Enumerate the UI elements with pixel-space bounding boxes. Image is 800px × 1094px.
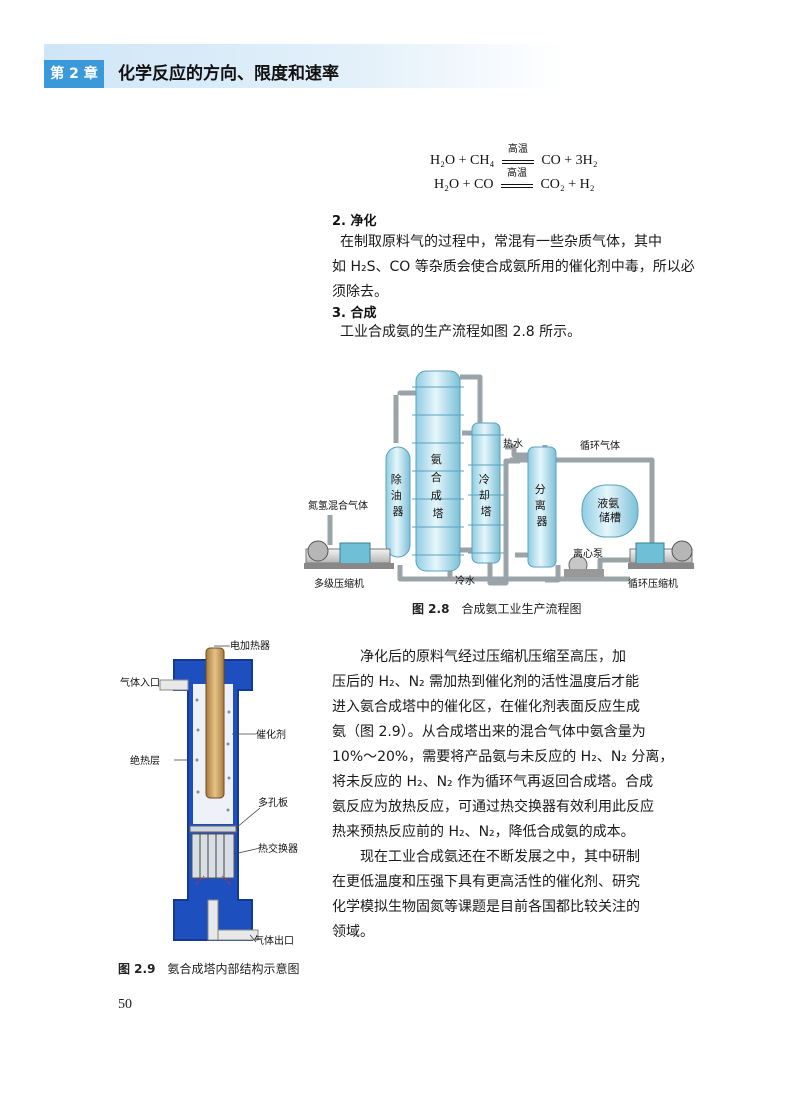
centrifugal-pump — [564, 555, 604, 577]
text-line: 净化后的原料气经过压缩机压缩至高压，加 — [360, 649, 626, 665]
section-heading-purify: 2. 净化 — [332, 214, 377, 229]
label-char: 油 — [391, 488, 402, 502]
text-line: 压后的 H₂、N₂ 需加热到催化剂的活性温度后才能 — [332, 674, 640, 690]
equation-1: H₂O + CH₄ 高温 CO + 3H₂ — [430, 144, 598, 169]
separator — [527, 446, 557, 568]
text-line: 氨反应为放热反应，可通过热交换器有效利用此反应 — [332, 799, 654, 815]
figure-2-9-caption: 图 2.9 氨合成塔内部结构示意图 — [118, 960, 299, 977]
label-line: 储槽 — [599, 510, 621, 524]
text-line: 化学模拟生物固氮等课题是目前各国都比较关注的 — [332, 899, 640, 915]
label-tank: 液氨 储槽 — [597, 496, 623, 524]
label-char: 合 — [431, 470, 442, 484]
label-line: 液氨 — [597, 496, 619, 510]
text-line: 在更低温度和压强下具有更高活性的催化剂、研究 — [332, 874, 640, 890]
text-line: 工业合成氨的生产流程如图 2.8 所示。 — [340, 324, 582, 340]
label-oil-remover: 除 油 器 — [391, 472, 406, 518]
text-line: 须除去。 — [332, 284, 388, 300]
label-catalyst: 催化剂 — [256, 728, 286, 741]
text-line: 将未反应的 H₂、N₂ 作为循环气再返回合成塔。合成 — [332, 774, 654, 790]
label-char: 塔 — [481, 505, 492, 518]
body-paragraph-1: 净化后的原料气经过压缩机压缩至高压，加 压后的 H₂、N₂ 需加热到催化剂的活性… — [332, 645, 712, 845]
section-heading-synth: 3. 合成 — [332, 306, 377, 321]
text-line: 在制取原料气的过程中，常混有一些杂质气体，其中 — [340, 234, 662, 250]
porous-plate — [189, 825, 237, 833]
label-cooling-tower: 冷 却 塔 — [479, 473, 494, 518]
electric-heater — [205, 647, 225, 799]
figure-2-9-reactor-diagram: 电加热器 气体入口 催化剂 绝热层 多孔板 热交换器 气体出口 — [120, 640, 298, 947]
text-line: 热来预热反应前的 H₂、N₂，降低合成氨的成本。 — [332, 824, 635, 840]
caption-number: 图 2.9 — [118, 962, 156, 976]
label-pump: 离心泵 — [573, 547, 603, 560]
section-purify-text: 在制取原料气的过程中，常混有一些杂质气体，其中 如 H₂S、CO 等杂质会使合成… — [332, 230, 712, 305]
chapter-title: 化学反应的方向、限度和速率 — [118, 64, 339, 84]
label-char: 除 — [391, 472, 402, 486]
text-line: 现在工业合成氨还在不断发展之中，其中研制 — [360, 849, 640, 865]
label-multi-compressor: 多级压缩机 — [314, 577, 364, 590]
label-char: 分 — [535, 483, 546, 496]
label-insulation: 绝热层 — [130, 754, 160, 767]
cooling-tower — [471, 422, 501, 564]
label-char: 冷 — [479, 473, 490, 486]
text-line: 领域。 — [332, 924, 374, 940]
equation-rhs: CO + 3H₂ — [541, 153, 598, 168]
figure-2-8-flow-diagram: 除 油 器 氨 合 成 塔 冷 却 塔 分 离 器 液氨 储槽 热水 冷水 循环… — [304, 370, 694, 590]
equation-rhs: CO₂ + H₂ — [540, 177, 595, 192]
text-line: 如 H₂S、CO 等杂质会使合成氨所用的催化剂中毒，所以必 — [332, 259, 695, 275]
label-heater: 电加热器 — [230, 640, 270, 652]
label-recycle-compressor: 循环压缩机 — [628, 577, 678, 590]
outlet-pipe — [207, 899, 219, 941]
liquid-ammonia-tank — [581, 484, 639, 538]
heat-exchanger — [191, 833, 235, 879]
oil-remover — [385, 446, 411, 558]
label-gas-mix: 氮氢混合气体 — [308, 499, 368, 512]
inlet-pipe — [159, 679, 189, 691]
label-synthesis-tower: 氨 合 成 塔 — [431, 453, 446, 520]
multi-stage-compressor — [304, 540, 394, 569]
catalyst-dots — [195, 698, 231, 812]
label-hot-water: 热水 — [503, 437, 523, 450]
label-porous-plate: 多孔板 — [258, 796, 288, 809]
equilibrium-sign: 高温 — [500, 168, 533, 188]
label-char: 器 — [537, 515, 548, 528]
label-gas-in: 气体入口 — [120, 676, 160, 689]
equation-2: H₂O + CO 高温 CO₂ + H₂ — [434, 168, 595, 193]
label-separator: 分 离 器 — [535, 483, 550, 528]
chapter-tag: 第 2 章 — [44, 60, 104, 88]
equation-lhs: H₂O + CO — [434, 177, 494, 192]
label-char: 成 — [431, 489, 442, 502]
label-gas-out: 气体出口 — [254, 934, 294, 947]
caption-text: 氨合成塔内部结构示意图 — [167, 962, 300, 976]
figure-2-8-caption: 图 2.8 合成氨工业生产流程图 — [412, 600, 581, 617]
label-char: 离 — [535, 498, 546, 512]
label-heat-exchanger: 热交换器 — [258, 842, 298, 855]
section-synth-text: 工业合成氨的生产流程如图 2.8 所示。 — [340, 320, 720, 345]
body-paragraph-2: 现在工业合成氨还在不断发展之中，其中研制 在更低温度和压强下具有更高活性的催化剂… — [332, 845, 712, 945]
header-band — [44, 44, 564, 88]
caption-number: 图 2.8 — [412, 602, 450, 616]
label-char: 塔 — [433, 507, 444, 520]
label-cold-water: 冷水 — [455, 574, 475, 587]
equilibrium-sign: 高温 — [501, 144, 534, 164]
label-char: 器 — [393, 505, 404, 518]
page-number: 50 — [118, 997, 132, 1012]
text-line: 进入氨合成塔中的催化区，在催化剂表面反应生成 — [332, 699, 640, 715]
text-line: 10%～20%，需要将产品氨与未反应的 H₂、N₂ 分离， — [332, 749, 674, 765]
recycle-compressor — [628, 540, 694, 569]
label-recycle-gas: 循环气体 — [580, 439, 620, 452]
text-line: 氨（图 2.9）。从合成塔出来的混合气体中氨含量为 — [332, 724, 646, 740]
label-char: 却 — [479, 489, 490, 502]
label-char: 氨 — [431, 453, 442, 466]
equation-condition: 高温 — [507, 144, 528, 155]
caption-text: 合成氨工业生产流程图 — [461, 602, 582, 616]
equation-lhs: H₂O + CH₄ — [430, 153, 495, 168]
equation-condition: 高温 — [506, 168, 527, 179]
